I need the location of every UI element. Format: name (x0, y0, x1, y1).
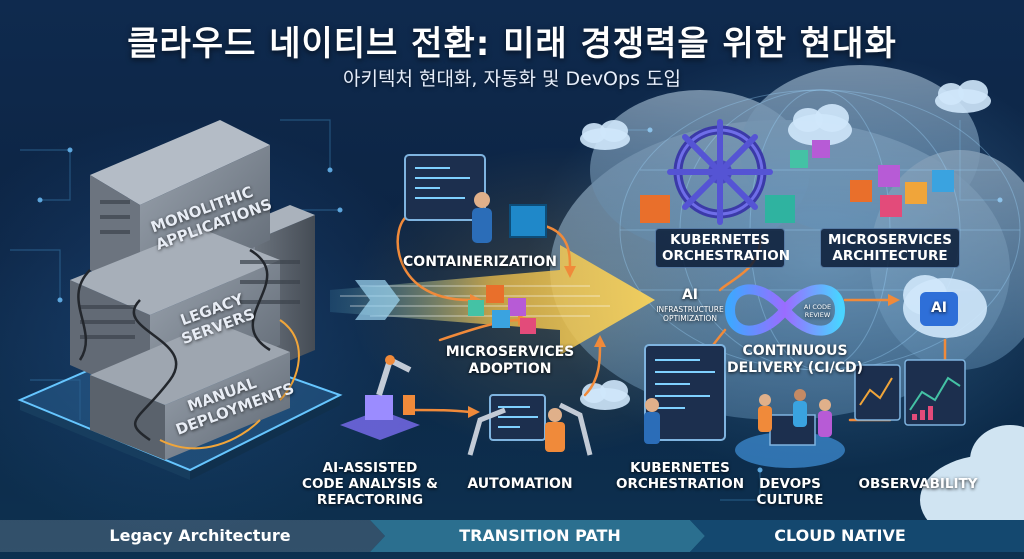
label-devops-culture: DevOps Culture (756, 476, 824, 509)
label-microservices-adoption: Microservices Adoption (445, 344, 575, 377)
observability-scene (854, 359, 966, 426)
label-containerization: Containerization (403, 254, 557, 270)
ai-cloud-badge (903, 275, 987, 338)
phase-transition-path: TRANSITION PATH (459, 526, 621, 545)
page-title: 클라우드 네이티브 전환: 미래 경쟁력을 위한 현대화 (127, 24, 897, 64)
kubernetes-dashboard-scene (644, 344, 726, 444)
small-clouds (580, 80, 991, 410)
label-ai-code-review: AI Code Review (803, 303, 832, 319)
microservices-cubes (468, 285, 536, 334)
devops-team-scene (735, 389, 845, 468)
label-microservices-architecture: Microservices Architecture (820, 228, 960, 269)
phase-cloud-native: CLOUD NATIVE (774, 526, 906, 545)
automation-scene (467, 394, 593, 456)
label-kubernetes-orchestration-bottom: Kubernetes Orchestration (615, 460, 745, 493)
label-automation: Automation (467, 476, 573, 492)
label-ai-infrastructure-sub: Infrastructure Optimization (656, 305, 724, 323)
phase-bar (0, 520, 1024, 552)
kubernetes-wheel (640, 119, 795, 225)
ai-badge-text: AI (930, 300, 948, 316)
label-kubernetes-orchestration-top: Kubernetes Orchestration (655, 228, 790, 269)
containerization-scene (404, 154, 547, 243)
cicd-infinity-loop (724, 284, 846, 336)
page-subtitle: 아키텍처 현대화, 자동화 및 DevOps 도입 (343, 68, 681, 90)
ai-analysis-scene (340, 355, 420, 440)
legacy-server-stack (70, 120, 315, 460)
label-observability: Observability (858, 476, 978, 492)
microservices-architecture-cubes (790, 140, 954, 217)
phase-legacy-architecture: Legacy Architecture (109, 526, 291, 545)
label-ai-assisted-code-analysis: AI-Assisted Code Analysis & Refactoring (302, 460, 438, 509)
label-ai-infrastructure: AI (681, 287, 699, 303)
label-continuous-delivery: Continuous Delivery (CI/CD) (726, 343, 864, 376)
